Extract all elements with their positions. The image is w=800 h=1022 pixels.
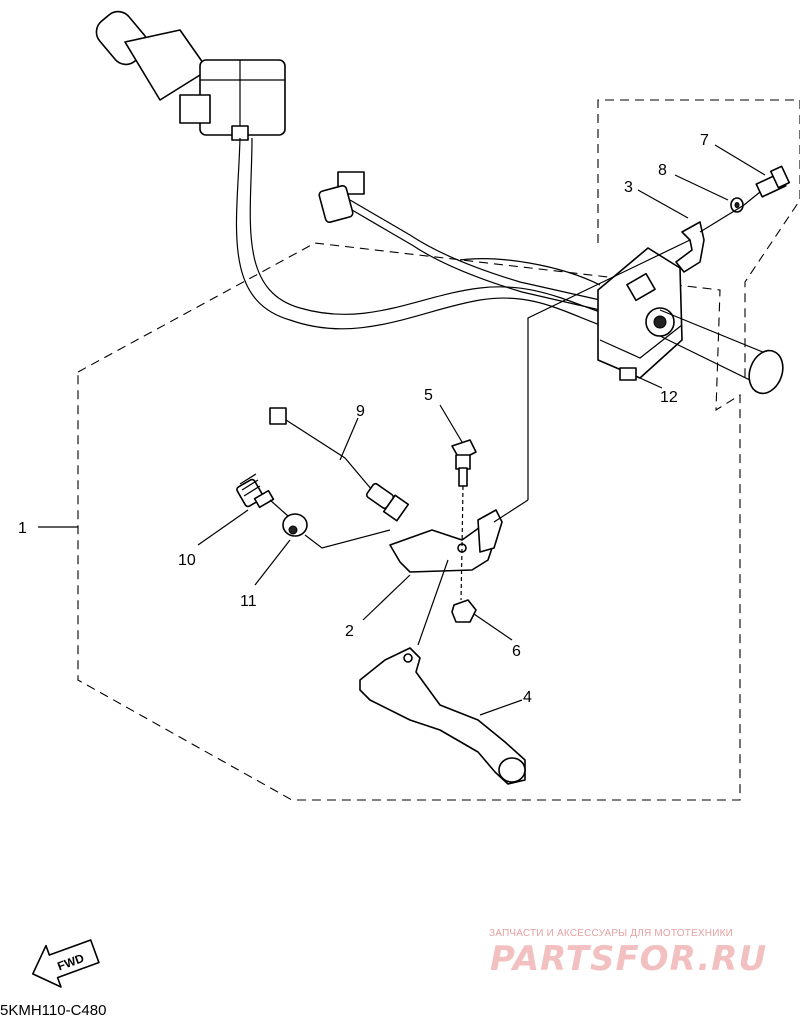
callout-8: 8 bbox=[658, 162, 667, 179]
watermark-logo: PARTSFOR.RU bbox=[490, 939, 768, 979]
callout-1: 1 bbox=[18, 520, 27, 537]
callout-labels: 1 2 3 4 5 6 7 8 9 10 11 12 bbox=[18, 132, 709, 706]
screw-part-7 bbox=[755, 165, 791, 198]
locknut-part-11 bbox=[282, 513, 308, 537]
callout-5: 5 bbox=[424, 387, 433, 404]
nut-part-6 bbox=[451, 599, 477, 623]
clamp-part-3 bbox=[675, 221, 705, 273]
adjuster-part-10 bbox=[236, 473, 275, 509]
assembly-boundary-outline bbox=[77, 242, 741, 801]
callout-9: 9 bbox=[356, 403, 365, 420]
fwd-direction-arrow: FWD bbox=[31, 939, 100, 988]
callout-3: 3 bbox=[624, 179, 633, 196]
callout-11: 11 bbox=[240, 593, 257, 610]
watermark-tagline: ЗАПЧАСТИ И АКСЕССУАРЫ ДЛЯ МОТОТЕХНИКИ bbox=[489, 928, 734, 939]
callout-2: 2 bbox=[345, 623, 354, 640]
switch-housing-part-12 bbox=[597, 247, 683, 381]
throttle-grip-assembly bbox=[95, 10, 286, 141]
callout-7: 7 bbox=[700, 132, 709, 149]
bolt-part-5 bbox=[451, 439, 477, 487]
diagram-code: 5KMH110-C480 bbox=[0, 1002, 107, 1019]
cable-switch-part-9 bbox=[269, 407, 410, 522]
callout-6: 6 bbox=[512, 643, 521, 660]
wire-harness-connector bbox=[318, 171, 601, 311]
callout-10: 10 bbox=[178, 552, 196, 569]
callout-12: 12 bbox=[660, 389, 678, 406]
lever-holder-part-2 bbox=[389, 509, 503, 573]
handlebar-grip-end bbox=[659, 309, 784, 395]
throttle-cable bbox=[235, 137, 601, 330]
callout-4: 4 bbox=[523, 689, 532, 706]
detail-group-boundary bbox=[597, 99, 800, 380]
clutch-lever-part-4 bbox=[359, 647, 526, 785]
callout-leaders bbox=[38, 144, 766, 716]
